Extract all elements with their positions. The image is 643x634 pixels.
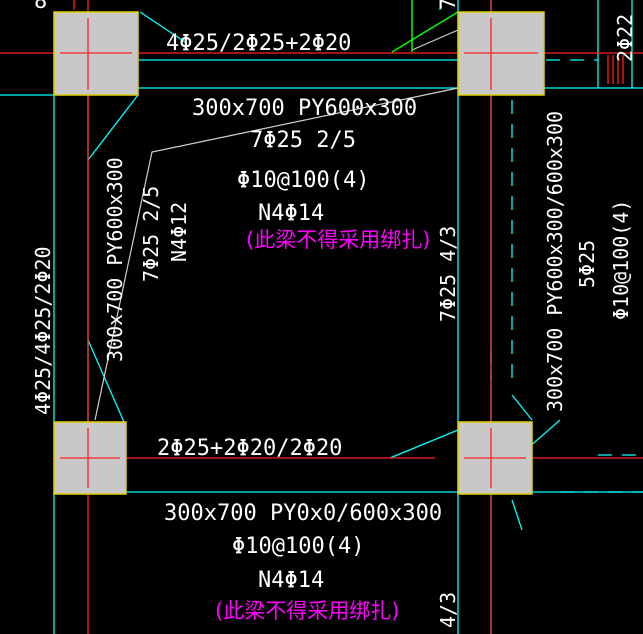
columns bbox=[53, 11, 545, 495]
diag-left-2 bbox=[87, 339, 125, 423]
top-beam-support-label: 4Φ25/2Φ25+2Φ20 bbox=[166, 31, 351, 56]
green-top-1 bbox=[391, 11, 459, 53]
right-beam-stirrup-label: Φ10@100(4) bbox=[609, 200, 633, 320]
top-mid-cut-label: 7 bbox=[436, 0, 460, 10]
leader-main bbox=[94, 87, 459, 421]
top-beam-note: (此梁不得采用绑扎) bbox=[246, 228, 430, 252]
leader-top-small bbox=[411, 29, 459, 51]
edge-hatch bbox=[607, 55, 624, 84]
horizontal-labels: 4Φ25/2Φ25+2Φ20 300x700 PY600x300 7Φ25 2/… bbox=[34, 0, 442, 623]
bottom-beam-stirrup-label: Φ10@100(4) bbox=[232, 534, 364, 559]
column-axis-marks bbox=[60, 18, 538, 488]
right-beam-top-bars-label: 5Φ25 bbox=[575, 240, 599, 288]
left-beam-support-label: 4Φ25/4Φ25/2Φ20 bbox=[31, 246, 55, 415]
bottom-beam-torsion-label: N4Φ14 bbox=[258, 568, 324, 593]
top-beam-stirrup-label: Φ10@100(4) bbox=[237, 168, 369, 193]
diag-bottom-right bbox=[511, 499, 523, 531]
leader-lines bbox=[94, 29, 459, 421]
top-beam-bottom-bars-label: 7Φ25 2/5 bbox=[250, 128, 356, 153]
right-edge-support-label: 2Φ22 bbox=[613, 14, 637, 62]
vertical-labels: 4Φ25/4Φ25/2Φ20 300x700 PY600x300 7Φ25 2/… bbox=[31, 0, 637, 628]
left-beam-section-label: 300x700 PY600x300 bbox=[103, 157, 127, 362]
top-beam-torsion-label: N4Φ14 bbox=[258, 201, 324, 226]
right-beam-bottom-bars-label: 7Φ25 4/3 bbox=[436, 226, 460, 322]
left-beam-bottom-bars-label: 7Φ25 2/5 bbox=[139, 186, 163, 282]
diag-right-1 bbox=[511, 394, 533, 421]
left-beam-torsion-label: N4Φ12 bbox=[167, 202, 191, 262]
bottom-right-bars-label: 4/3 bbox=[436, 592, 460, 628]
diag-top-left bbox=[139, 11, 186, 43]
diag-bottom-mid bbox=[389, 429, 459, 459]
bottom-beam-support-label: 2Φ25+2Φ20/2Φ20 bbox=[157, 436, 342, 461]
bottom-beam-section-label: 300x700 PY0x0/600x300 bbox=[164, 501, 442, 526]
top-left-cut-label: 8 bbox=[34, 0, 47, 14]
bottom-beam-note: (此梁不得采用绑扎) bbox=[215, 599, 399, 623]
top-beam-section-label: 300x700 PY600x300 bbox=[192, 96, 417, 121]
diag-left-1 bbox=[87, 94, 139, 161]
right-beam-section-label: 300x700 PY600x300/600x300 bbox=[543, 111, 567, 412]
